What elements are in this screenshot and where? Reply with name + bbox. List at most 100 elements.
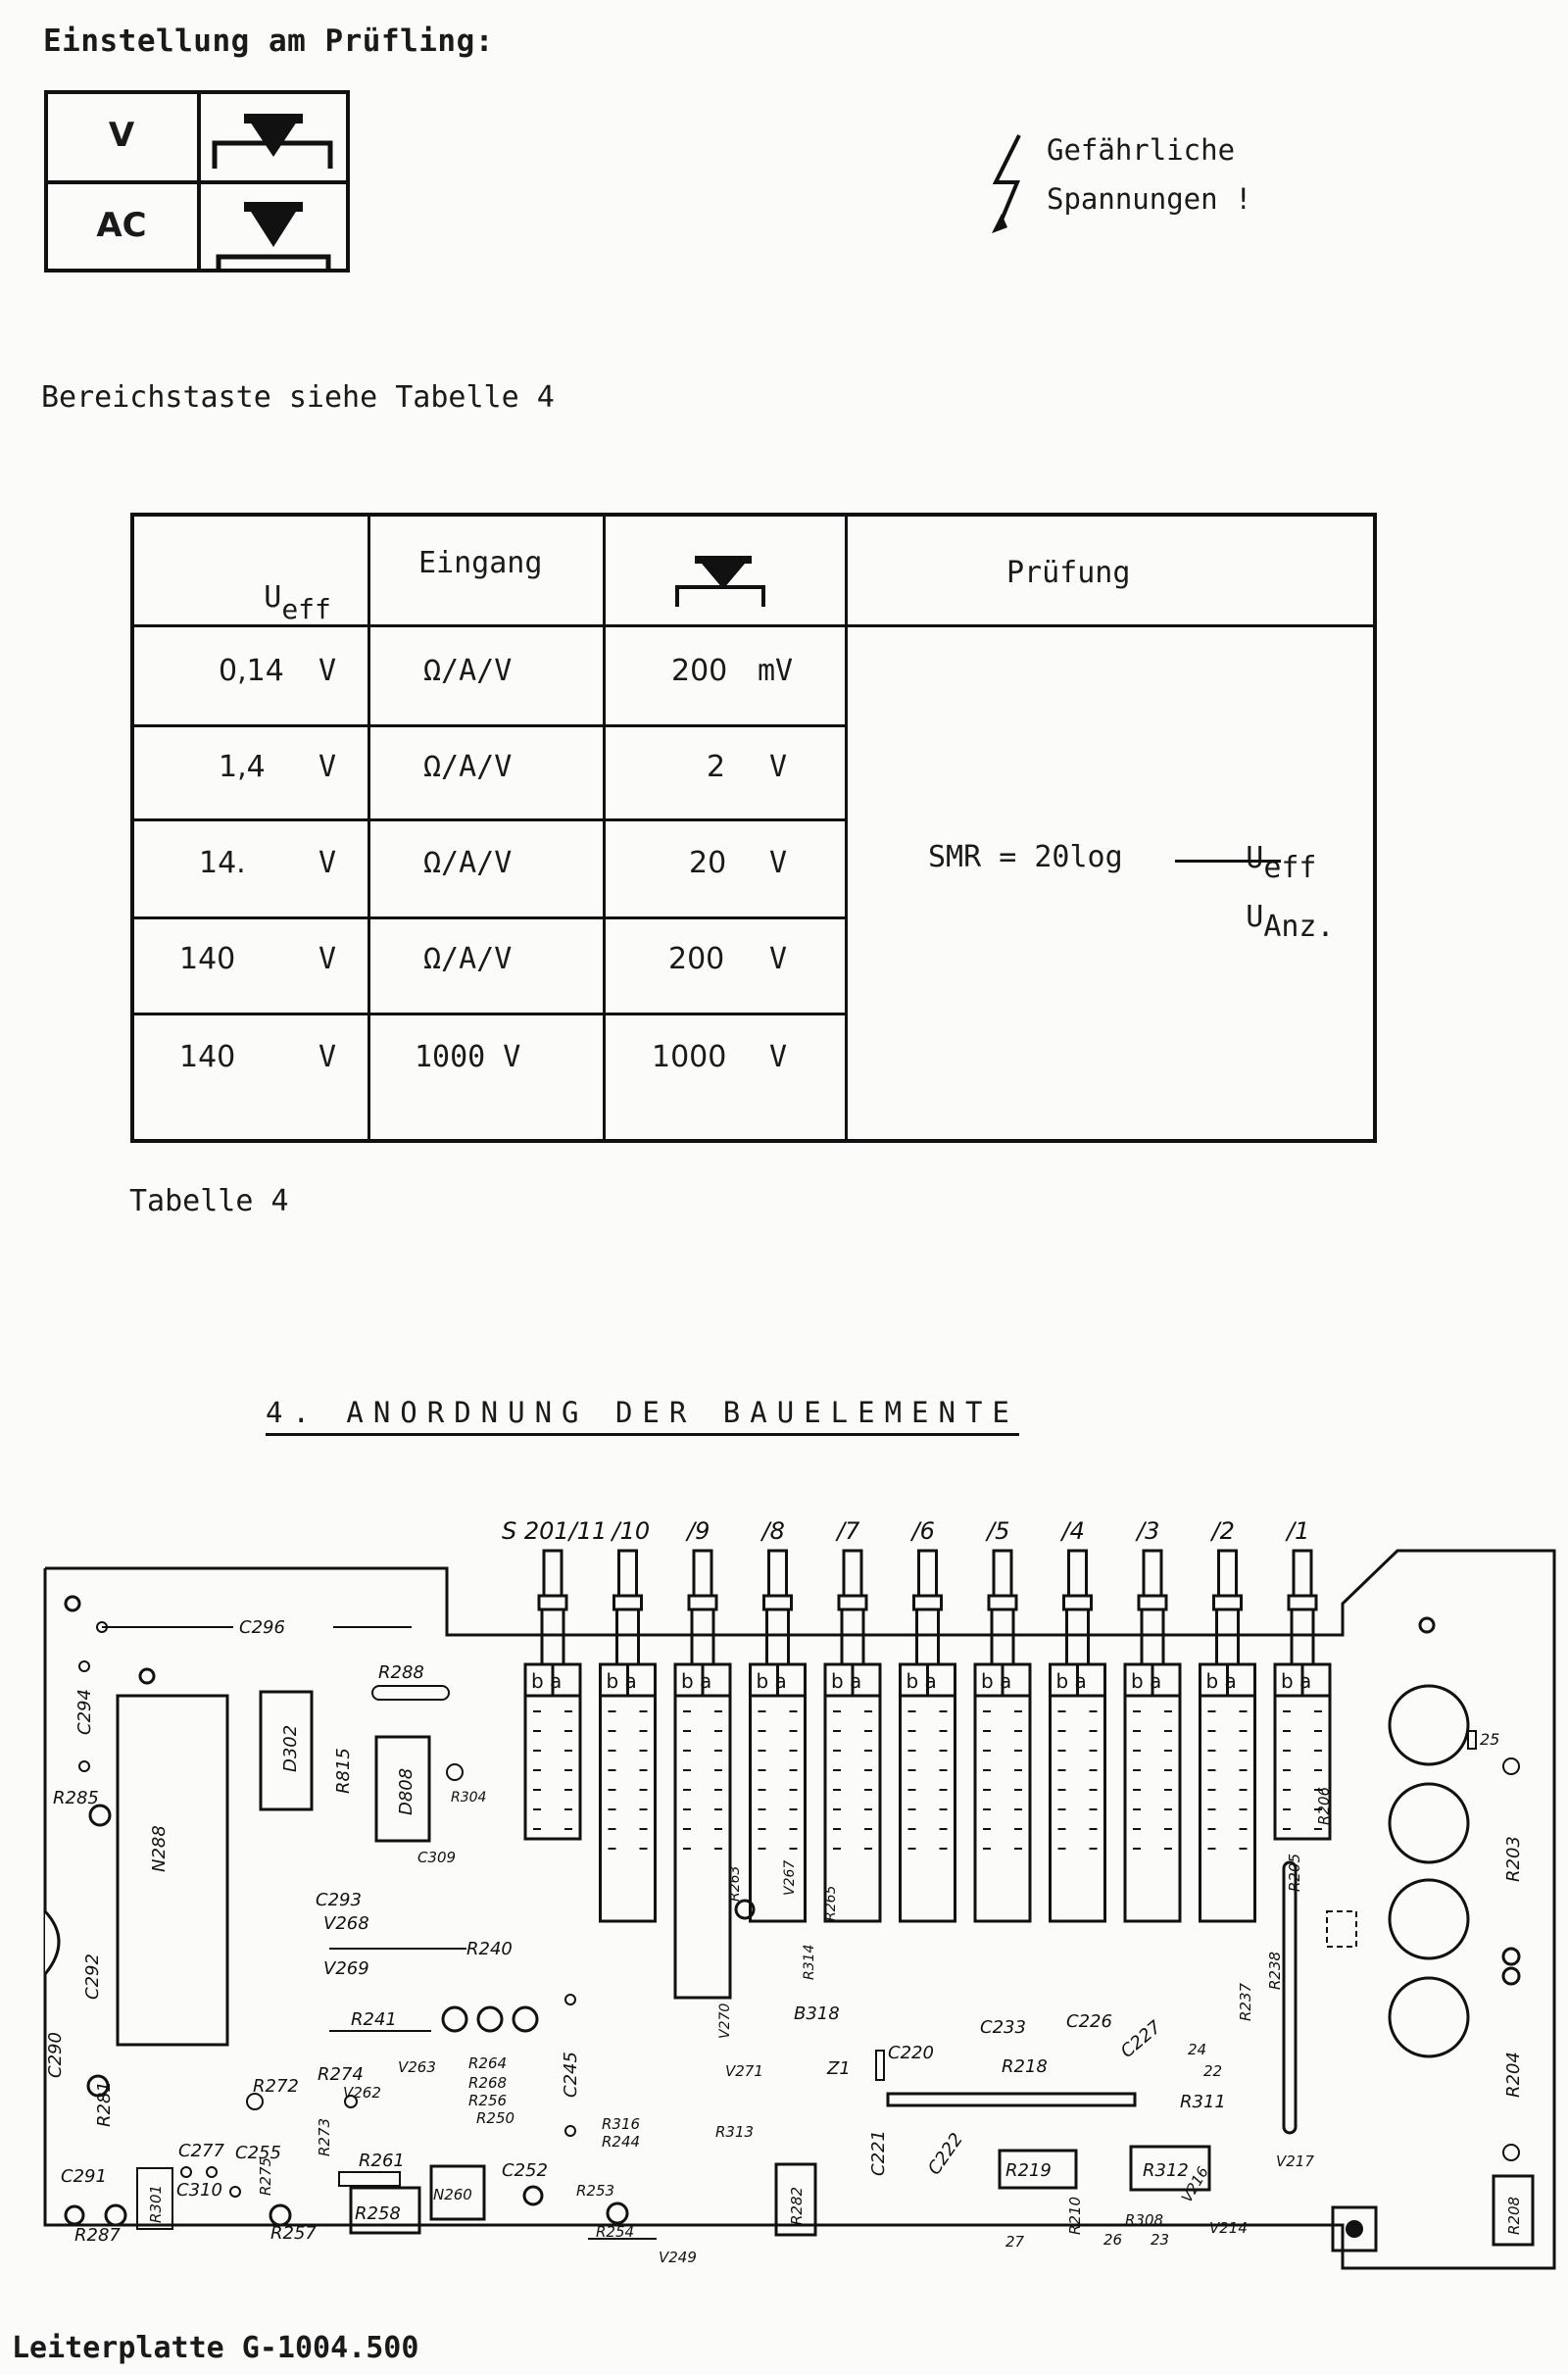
switch-key-4 [749, 1549, 807, 1923]
label-v271: V271 [725, 2062, 763, 2080]
label-c277: C277 [178, 2141, 224, 2161]
label-z6: 26 [1103, 2231, 1122, 2249]
label-c290: C290 [45, 2032, 66, 2078]
row-4-ueff: 140 [179, 942, 236, 976]
switch-label-10: /2 [1210, 1517, 1235, 1545]
row-5-eingang: 1000 V [415, 1040, 521, 1074]
fraction-bar [1175, 860, 1281, 863]
row-5-range-unit: V [769, 1040, 788, 1074]
switch-contact-label: b a [981, 1669, 1011, 1693]
label-c310: C310 [176, 2180, 222, 2201]
label-c222: C222 [924, 2129, 967, 2178]
label-v270: V270 [717, 2004, 733, 2039]
mode-ac-label: AC [96, 206, 147, 245]
row-1-eingang: Ω/A/V [423, 654, 513, 688]
label-r311: R311 [1180, 2092, 1226, 2112]
switch-label-2: /10 [611, 1517, 651, 1545]
ueff-header: Ueff [264, 580, 331, 625]
label-r219: R219 [1005, 2160, 1052, 2181]
label-r314: R314 [802, 1945, 817, 1980]
row-2-eingang: Ω/A/V [423, 750, 513, 784]
row-3-ueff-unit: V [318, 846, 337, 880]
pruefung-header: Prüfung [1006, 556, 1131, 590]
label-r308: R308 [1125, 2211, 1163, 2229]
switch-label-7: /5 [985, 1517, 1009, 1545]
label-b318: B318 [794, 2004, 840, 2024]
switch-label-5: /7 [835, 1517, 860, 1545]
label-v262: V262 [343, 2084, 381, 2102]
row-3-range-value: 20 [689, 846, 727, 880]
label-r203: R203 [1503, 1836, 1524, 1882]
label-v268: V268 [323, 1913, 369, 1934]
row-2-range-value: 2 [707, 750, 726, 784]
row-4-eingang: Ω/A/V [423, 942, 513, 976]
label-r273: R273 [316, 2118, 333, 2156]
switch-label-11: /1 [1285, 1517, 1309, 1545]
switch-contact-label: b a [757, 1669, 787, 1693]
label-r258: R258 [355, 2203, 401, 2224]
formula-numerator: Ueff [1246, 841, 1317, 885]
formula-denominator: UAnz. [1246, 900, 1335, 944]
board-outline [43, 1549, 1556, 2270]
switch-label-8: /4 [1060, 1517, 1085, 1545]
label-r208: R208 [1505, 2197, 1523, 2235]
row-5-ueff: 140 [179, 1040, 236, 1074]
label-r265: R265 [823, 1885, 839, 1921]
setting-box: V AC [44, 90, 350, 272]
board-caption: Leiterplatte G-1004.500 [12, 2331, 419, 2365]
label-r256: R256 [468, 2092, 507, 2109]
row-5-range-value: 1000 [652, 1040, 727, 1074]
label-v267: V267 [782, 1860, 798, 1896]
switch-key-11 [1273, 1549, 1332, 1841]
switch-contact-label: b a [831, 1669, 861, 1693]
label-r257: R257 [270, 2223, 317, 2244]
row-2-ueff: 1,4 [219, 750, 266, 784]
warning-line-1: Gefährliche [1047, 133, 1236, 167]
label-c226: C226 [1066, 2011, 1112, 2032]
label-v217: V217 [1276, 2152, 1314, 2170]
test-table: Ueff Eingang Prüfung 0,14 V Ω/A/V 200 mV… [130, 513, 1377, 1143]
page-heading: Einstellung am Prüfling: [43, 24, 494, 59]
switch-label-1: S 201/11 [502, 1517, 607, 1545]
label-c292: C292 [82, 1954, 103, 2000]
label-c227: C227 [1117, 2016, 1166, 2062]
row-3-eingang: Ω/A/V [423, 846, 513, 880]
row-1-ueff: 0,14 [219, 654, 284, 688]
label-r250: R250 [476, 2109, 514, 2127]
label-r204: R204 [1503, 2052, 1524, 2098]
label-r304: R304 [451, 1790, 486, 1806]
section-title: 4. ANORDNUNG DER BAUELEMENTE [266, 1396, 1019, 1436]
switch-bank [523, 1549, 1332, 2000]
label-v263: V263 [398, 2058, 436, 2076]
switch-key-10 [1199, 1549, 1256, 1923]
label-r254: R254 [596, 2223, 634, 2241]
label-c221: C221 [868, 2130, 889, 2176]
mode-v-label: V [108, 116, 135, 155]
range-note: Bereichstaste siehe Tabelle 4 [41, 380, 555, 415]
label-c255: C255 [235, 2143, 281, 2163]
switch-contact-label: b a [1131, 1669, 1161, 1693]
label-c245: C245 [561, 2052, 581, 2098]
label-r261: R261 [359, 2151, 405, 2171]
row-1-ueff-unit: V [318, 654, 337, 688]
label-r264: R264 [468, 2054, 507, 2072]
switch-label-4: /8 [760, 1517, 785, 1545]
label-c293: C293 [316, 1890, 362, 1910]
switch-key-5 [823, 1549, 882, 1923]
switch-key-8 [1049, 1549, 1106, 1923]
label-d302: D302 [280, 1725, 301, 1772]
row-2-range-unit: V [769, 750, 788, 784]
switch-contact-label: b a [1206, 1669, 1237, 1693]
switch-key-1 [523, 1549, 582, 1841]
switch-label-9: /3 [1135, 1517, 1159, 1545]
row-1-range-value: 200 [671, 654, 728, 688]
label-c296: C296 [239, 1617, 285, 1638]
row-4-ueff-unit: V [318, 942, 337, 976]
label-r210: R210 [1066, 2197, 1084, 2235]
label-c309: C309 [417, 1849, 456, 1866]
formula-lhs: SMR = 20log [928, 840, 1123, 874]
label-r301: R301 [147, 2185, 165, 2223]
switch-contact-label: b a [1056, 1669, 1087, 1693]
label-r288: R288 [378, 1662, 424, 1683]
label-r815: R815 [333, 1748, 354, 1794]
